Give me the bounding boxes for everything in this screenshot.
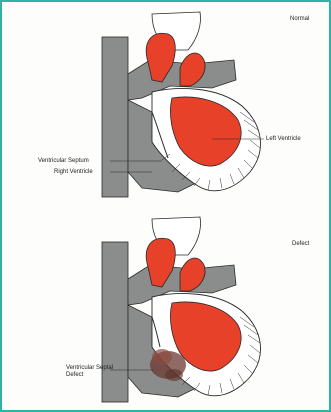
label-right-ventricle: Right Ventricle [54, 169, 93, 176]
label-ventricular-septal-defect-line2: Defect [66, 372, 83, 379]
vena-cava-vessel [102, 242, 128, 402]
defect-heart-diagram [2, 207, 329, 410]
label-ventricular-septum: Ventricular Septum [38, 158, 89, 165]
label-ventricular-septal-defect-line1: Ventricular Septal [66, 365, 113, 372]
vena-cava-vessel [102, 37, 128, 197]
defect-panel-title: Defect [292, 241, 309, 248]
label-left-ventricle: Left Ventricle [266, 136, 301, 143]
normal-panel-title: Normal [290, 16, 309, 23]
normal-heart-diagram [2, 2, 329, 207]
